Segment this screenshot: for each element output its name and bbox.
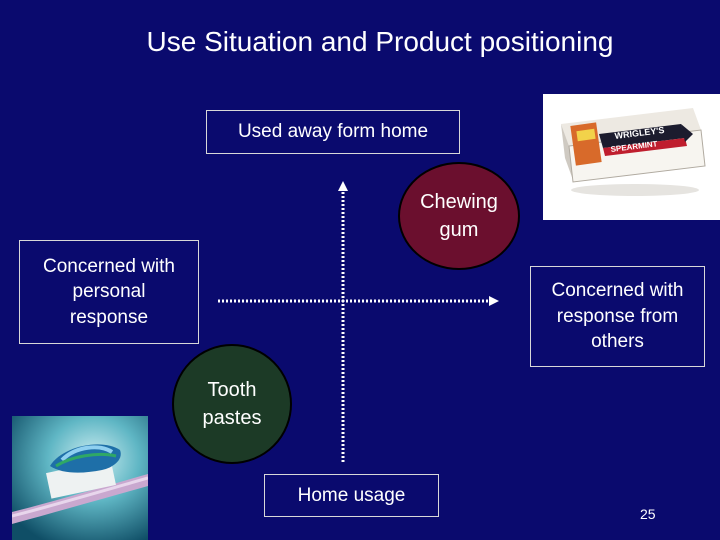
product-tooth-pastes: Tooth pastes (172, 344, 292, 464)
axis-label-personal-response-text: Concerned with personal response (42, 255, 176, 328)
axis-label-away-from-home: Used away form home (206, 110, 460, 154)
product-chewing-gum: Chewing gum (398, 162, 520, 270)
axis-label-home-usage: Home usage (264, 474, 439, 517)
product-chewing-gum-label: Chewing gum (420, 191, 498, 241)
slide-title: Use Situation and Product positioning (146, 26, 614, 57)
chewing-gum-package-image: WRIGLEY'S SPEARMINT (543, 94, 720, 220)
axis-label-personal-response: Concerned with personal response (19, 240, 199, 344)
page-number: 25 (640, 506, 656, 522)
axis-label-response-from-others: Concerned with response from others (530, 266, 705, 367)
axis-label-response-from-others-text: Concerned with response from others (551, 280, 684, 353)
product-tooth-pastes-label: Tooth pastes (202, 379, 262, 429)
toothbrush-image (12, 416, 148, 540)
